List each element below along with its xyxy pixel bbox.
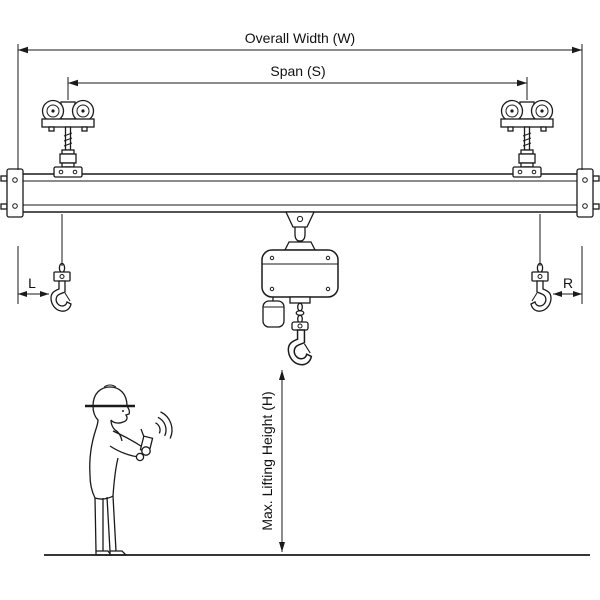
worker-hand xyxy=(141,446,151,456)
hard-hat xyxy=(85,384,135,408)
arrow-down xyxy=(279,542,285,552)
suspension-shackle xyxy=(294,227,306,242)
left-dimension-label: L xyxy=(28,275,36,291)
dimension-span: Span (S) xyxy=(67,63,528,100)
worker-front xyxy=(112,457,119,497)
lifting-height-label: Max. Lifting Height (H) xyxy=(259,391,275,530)
left-end-bolt-bottom xyxy=(0,203,8,210)
worker-head-back xyxy=(92,405,99,430)
wireless-signal-icon xyxy=(155,411,173,439)
worker-hand xyxy=(135,452,145,462)
right-dimension-label: R xyxy=(563,275,573,291)
worker-face xyxy=(110,405,131,424)
hook-clevis xyxy=(291,321,309,331)
dimension-left-approach: L xyxy=(17,246,49,304)
worker-figure xyxy=(85,384,173,556)
right-end-bolt-bottom xyxy=(592,203,600,210)
beam-body xyxy=(13,173,587,213)
hoist-top-bracket xyxy=(283,241,317,251)
overall-width-label: Overall Width (W) xyxy=(245,30,355,46)
hoist-suspension-plate xyxy=(284,211,316,228)
arrow-right xyxy=(517,79,527,87)
arrow-left xyxy=(18,291,27,297)
arrow-left xyxy=(18,46,28,54)
dimension-overall-width: Overall Width (W) xyxy=(17,30,583,170)
arrow-right xyxy=(572,46,582,54)
beam-end-plate-left xyxy=(6,168,24,218)
worker-legs xyxy=(94,495,128,556)
worker-hem xyxy=(94,495,114,500)
end-hook-right xyxy=(530,214,552,312)
arrow-left xyxy=(68,79,78,87)
worker-arm-bottom xyxy=(109,445,140,458)
load-hook-center xyxy=(287,329,313,366)
beam-end-plate-right xyxy=(576,168,594,218)
arrow-left xyxy=(553,291,562,297)
end-hook-left xyxy=(50,214,72,312)
trolley-left xyxy=(41,99,95,178)
bridge-beam xyxy=(0,168,600,218)
load-hook-left xyxy=(50,280,72,312)
worker-arm-top xyxy=(112,430,145,449)
right-end-bolt-top xyxy=(592,175,600,182)
chain-link xyxy=(297,302,303,312)
worker-back xyxy=(89,428,97,499)
dimension-lifting-height: Max. Lifting Height (H) xyxy=(259,370,285,552)
trolley-right xyxy=(500,99,554,178)
chain-container xyxy=(262,300,285,328)
arrow-right xyxy=(40,291,49,297)
arrow-up xyxy=(279,370,285,380)
hoist-assembly xyxy=(261,211,339,366)
dimension-right-approach: R xyxy=(553,246,583,304)
worker-chest xyxy=(110,419,123,442)
arrow-right xyxy=(573,291,582,297)
load-hook-right xyxy=(530,280,552,312)
left-end-bolt-top xyxy=(0,175,8,182)
span-label: Span (S) xyxy=(270,63,325,79)
worker-eye xyxy=(122,410,124,412)
chain-guide xyxy=(289,296,311,304)
